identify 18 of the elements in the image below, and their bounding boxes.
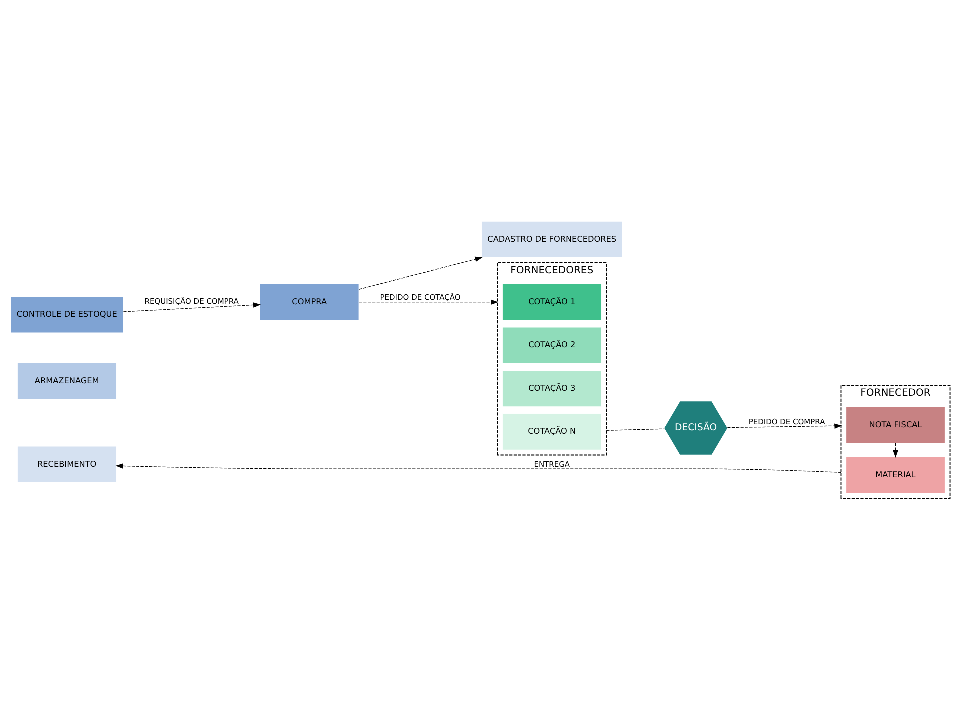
node-box: COTAÇÃO 2 [502, 326, 602, 364]
arrow [359, 299, 499, 304]
node-box: COMPRA [260, 283, 360, 320]
node-box: NOTA FISCAL [846, 406, 946, 444]
arrow [727, 423, 842, 429]
node-box: COTAÇÃO 1 [502, 283, 602, 320]
node-box: ARMAZENAGEM [17, 362, 117, 400]
node-box: COTAÇÃO 3 [502, 370, 602, 407]
node-box: MATERIAL [846, 456, 946, 494]
arrow [123, 302, 262, 312]
node-box: RECEBIMENTO [17, 446, 117, 483]
arrow [893, 442, 898, 458]
node-box: CADASTRO DE FORNECEDORES [482, 220, 623, 258]
node-box: CONTROLE DE ESTOQUE [10, 296, 124, 333]
arrow [116, 463, 842, 472]
node-box: COTAÇÃO N [502, 413, 602, 450]
connector [606, 428, 665, 430]
arrow [359, 256, 483, 290]
